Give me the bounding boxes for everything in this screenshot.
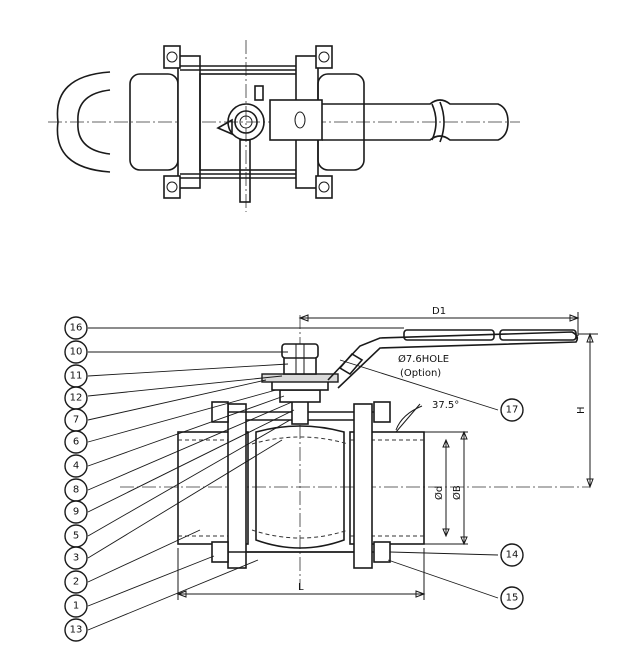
svg-text:15: 15: [506, 593, 519, 604]
callout-7: 7: [64, 408, 88, 432]
callout-12: 12: [64, 386, 88, 410]
callout-9: 9: [64, 500, 88, 524]
top-view: [48, 40, 520, 212]
callout-14: 14: [500, 543, 524, 567]
svg-text:3: 3: [73, 553, 79, 564]
svg-text:17: 17: [506, 405, 519, 416]
front-view: [120, 312, 598, 600]
callout-4: 4: [64, 454, 88, 478]
dim-angle-label: 37.5°: [432, 400, 459, 411]
svg-text:4: 4: [73, 461, 79, 472]
dim-d1-label: D1: [432, 306, 446, 317]
svg-text:7: 7: [73, 415, 79, 426]
callout-6: 6: [64, 430, 88, 454]
callout-11: 11: [64, 364, 88, 388]
dim-l-label: L: [298, 582, 304, 593]
callout-10: 10: [64, 340, 88, 364]
svg-text:14: 14: [506, 550, 519, 561]
svg-text:8: 8: [73, 485, 79, 496]
svg-text:2: 2: [73, 577, 79, 588]
callout-13: 13: [64, 618, 88, 642]
option-note: (Option): [400, 368, 441, 379]
callout-15: 15: [500, 586, 524, 610]
svg-text:16: 16: [70, 323, 83, 334]
svg-text:6: 6: [73, 437, 79, 448]
dim-h-label: H: [576, 406, 587, 414]
dim-b-label: ØB: [451, 485, 463, 500]
callout-1: 1: [64, 594, 88, 618]
leader-lines: [87, 327, 499, 631]
callout-2: 2: [64, 570, 88, 594]
dim-d-label: Ød: [433, 486, 445, 500]
callout-5: 5: [64, 524, 88, 548]
svg-text:5: 5: [73, 531, 79, 542]
svg-text:11: 11: [70, 371, 83, 382]
hole-note: Ø7.6HOLE: [398, 353, 449, 365]
callout-16: 16: [64, 316, 88, 340]
svg-text:10: 10: [70, 347, 83, 358]
svg-text:12: 12: [70, 393, 83, 404]
callout-3: 3: [64, 546, 88, 570]
callout-8: 8: [64, 478, 88, 502]
callout-17: 17: [500, 398, 524, 422]
svg-text:9: 9: [73, 507, 79, 518]
svg-text:1: 1: [73, 601, 79, 612]
svg-text:13: 13: [70, 625, 83, 636]
